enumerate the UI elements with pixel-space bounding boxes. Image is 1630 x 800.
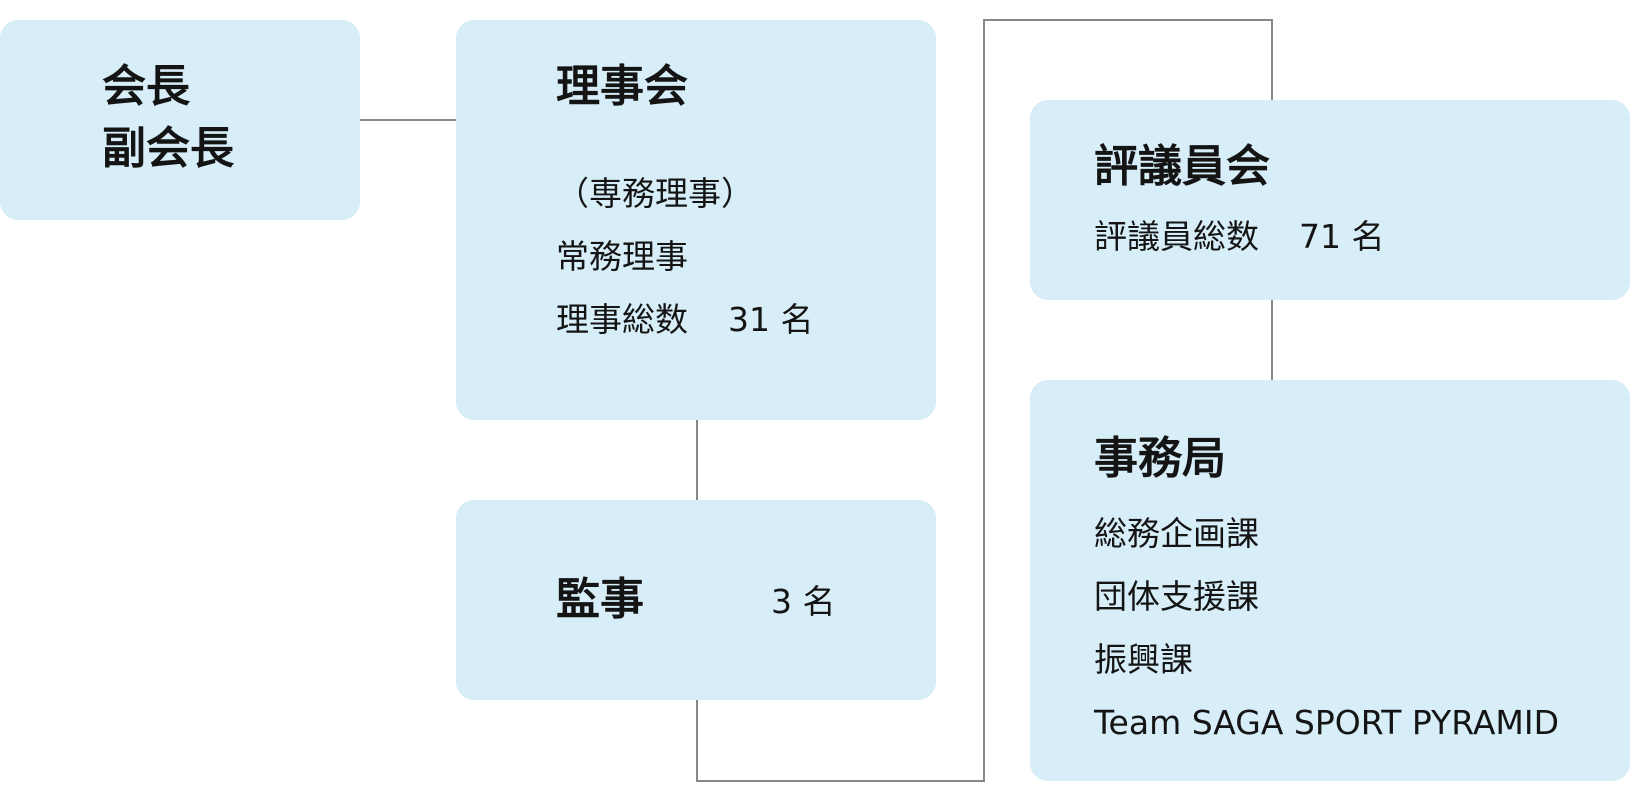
auditor-box: 監事 3 名	[456, 500, 936, 700]
secretariat-title: 事務局	[1094, 433, 1226, 484]
division-organization-support: 団体支援課	[1094, 577, 1259, 616]
board-total-label: 理事総数	[556, 300, 688, 339]
auditor-title: 監事	[556, 574, 644, 625]
councilors-total-label: 評議員総数	[1094, 217, 1259, 256]
councilors-title: 評議員会	[1094, 141, 1270, 192]
vice-president-title: 副会長	[102, 123, 234, 174]
secretariat-division-list: 総務企画課 団体支援課 振興課 Team SAGA SPORT PYRAMID	[1094, 502, 1559, 754]
board-total: 理事総数 31 名	[556, 288, 813, 351]
division-team-saga-sport-pyramid: Team SAGA SPORT PYRAMID	[1094, 703, 1560, 742]
division-promotion: 振興課	[1094, 640, 1193, 679]
board-title: 理事会	[556, 61, 688, 112]
secretariat-box: 事務局 総務企画課 団体支援課 振興課 Team SAGA SPORT PYRA…	[1030, 380, 1630, 781]
councilors-total-value: 71 名	[1299, 217, 1385, 256]
auditor-secretariat-connector	[696, 19, 1273, 782]
board-total-value: 31 名	[728, 300, 814, 339]
board-member-list: （専務理事） 常務理事 理事総数 31 名	[556, 162, 813, 351]
president-box: 会長 副会長	[0, 20, 360, 220]
board-box: 理事会 （専務理事） 常務理事 理事総数 31 名	[456, 20, 936, 420]
division-general-affairs: 総務企画課	[1094, 514, 1259, 553]
councilors-box: 評議員会 評議員総数 71 名	[1030, 100, 1630, 300]
auditor-count: 3 名	[771, 582, 836, 621]
councilors-total: 評議員総数 71 名	[1094, 220, 1384, 253]
president-title: 会長	[102, 61, 190, 112]
board-item-executive-director: （専務理事）	[556, 174, 754, 213]
board-item-managing-director: 常務理事	[556, 237, 688, 276]
